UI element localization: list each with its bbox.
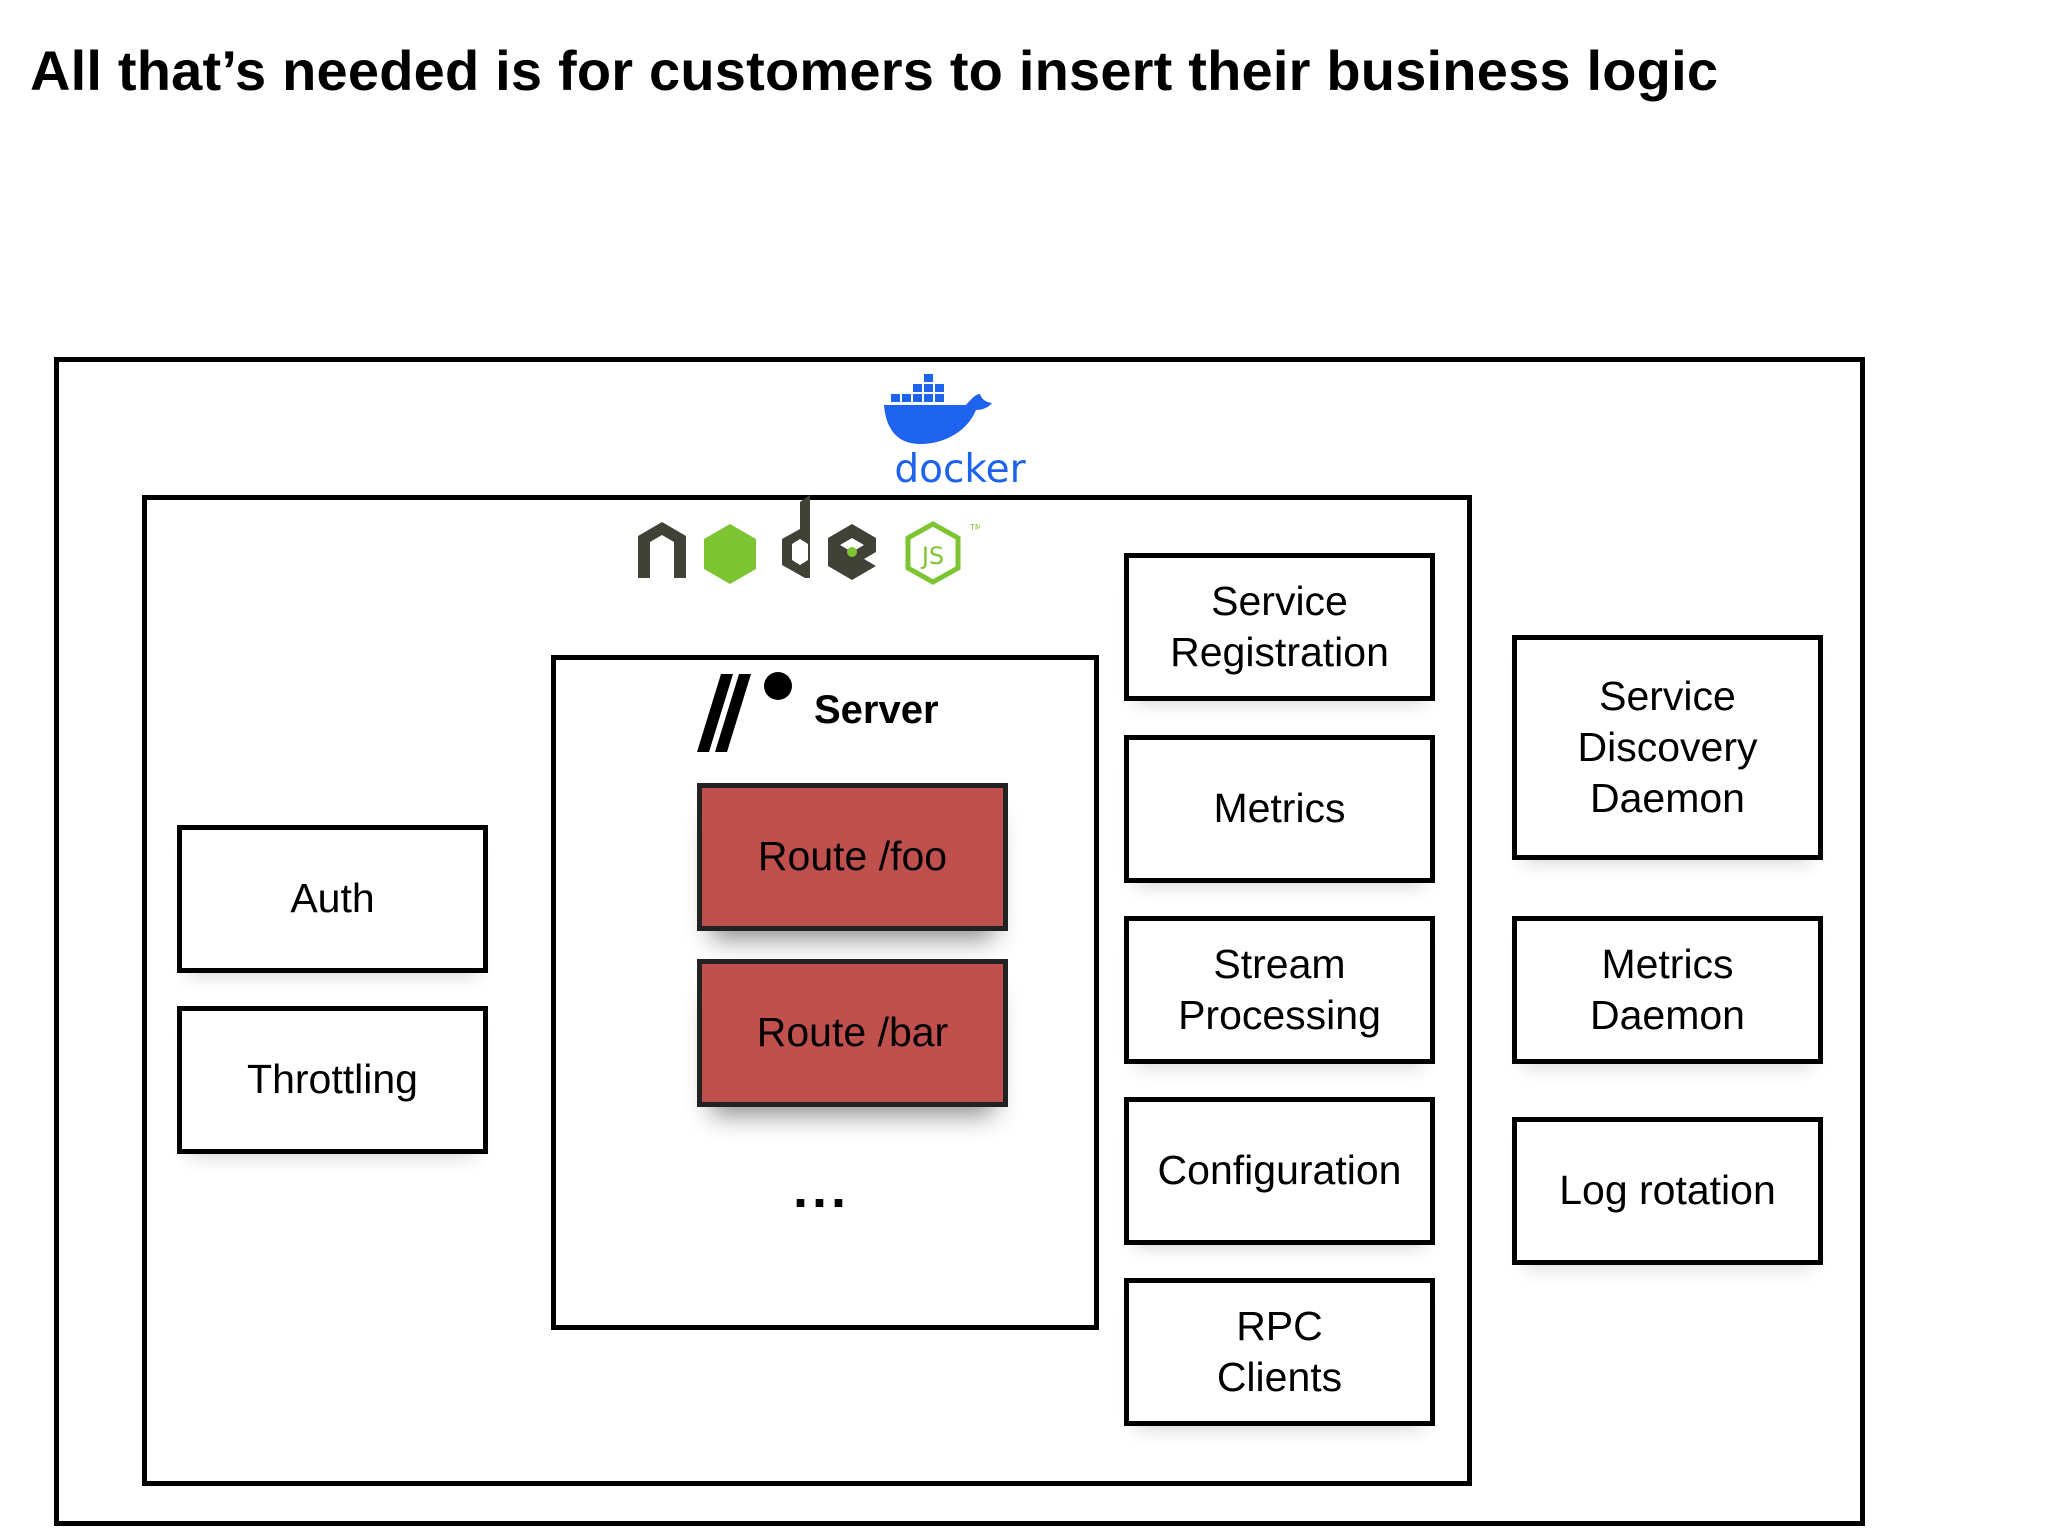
route-bar-label: Route /bar <box>756 1009 949 1056</box>
docker-whale-icon: docker <box>884 374 1027 492</box>
metrics-label: Metrics <box>1213 785 1346 832</box>
express-server-icon <box>697 672 792 752</box>
nodejs-logo-icon: JS TM <box>638 495 982 585</box>
server-label: Server <box>814 688 939 732</box>
rpc-clients-box: RPC Clients <box>1124 1278 1435 1426</box>
docker-container-frame <box>54 357 1865 1526</box>
metrics-daemon-label: Metrics Daemon <box>1590 940 1745 1038</box>
log-rotation-label: Log rotation <box>1559 1167 1776 1214</box>
route-foo-label: Route /foo <box>757 833 948 880</box>
service-registration-label: Service Registration <box>1170 577 1389 675</box>
log-rotation-box: Log rotation <box>1512 1117 1823 1265</box>
configuration-label: Configuration <box>1157 1147 1402 1194</box>
route-bar-box: Route /bar <box>697 959 1008 1107</box>
nodejs-badge-text: JS <box>920 542 944 570</box>
auth-box: Auth <box>177 825 488 973</box>
rpc-clients-label: RPC Clients <box>1216 1302 1343 1400</box>
nodejs-logo: JS TM <box>630 490 982 590</box>
configuration-box: Configuration <box>1124 1097 1435 1245</box>
page-title: All that’s needed is for customers to in… <box>30 39 1719 102</box>
docker-logo-text: docker <box>894 447 1026 492</box>
route-foo-box: Route /foo <box>697 783 1008 931</box>
more-routes-ellipsis: ... <box>793 1159 851 1219</box>
stream-processing-box: Stream Processing <box>1124 916 1435 1064</box>
metrics-daemon-box: Metrics Daemon <box>1512 916 1823 1064</box>
throttling-label: Throttling <box>247 1056 418 1103</box>
metrics-box: Metrics <box>1124 735 1435 883</box>
service-discovery-daemon-label: Service Discovery Daemon <box>1577 672 1758 822</box>
server-logo <box>695 668 795 756</box>
server-frame <box>551 655 1099 1330</box>
throttling-box: Throttling <box>177 1006 488 1154</box>
docker-logo: docker <box>880 368 1040 493</box>
auth-label: Auth <box>290 875 375 922</box>
nodejs-trademark-text: TM <box>969 523 980 532</box>
stream-processing-label: Stream Processing <box>1178 940 1381 1038</box>
service-discovery-daemon-box: Service Discovery Daemon <box>1512 635 1823 860</box>
service-registration-box: Service Registration <box>1124 553 1435 701</box>
